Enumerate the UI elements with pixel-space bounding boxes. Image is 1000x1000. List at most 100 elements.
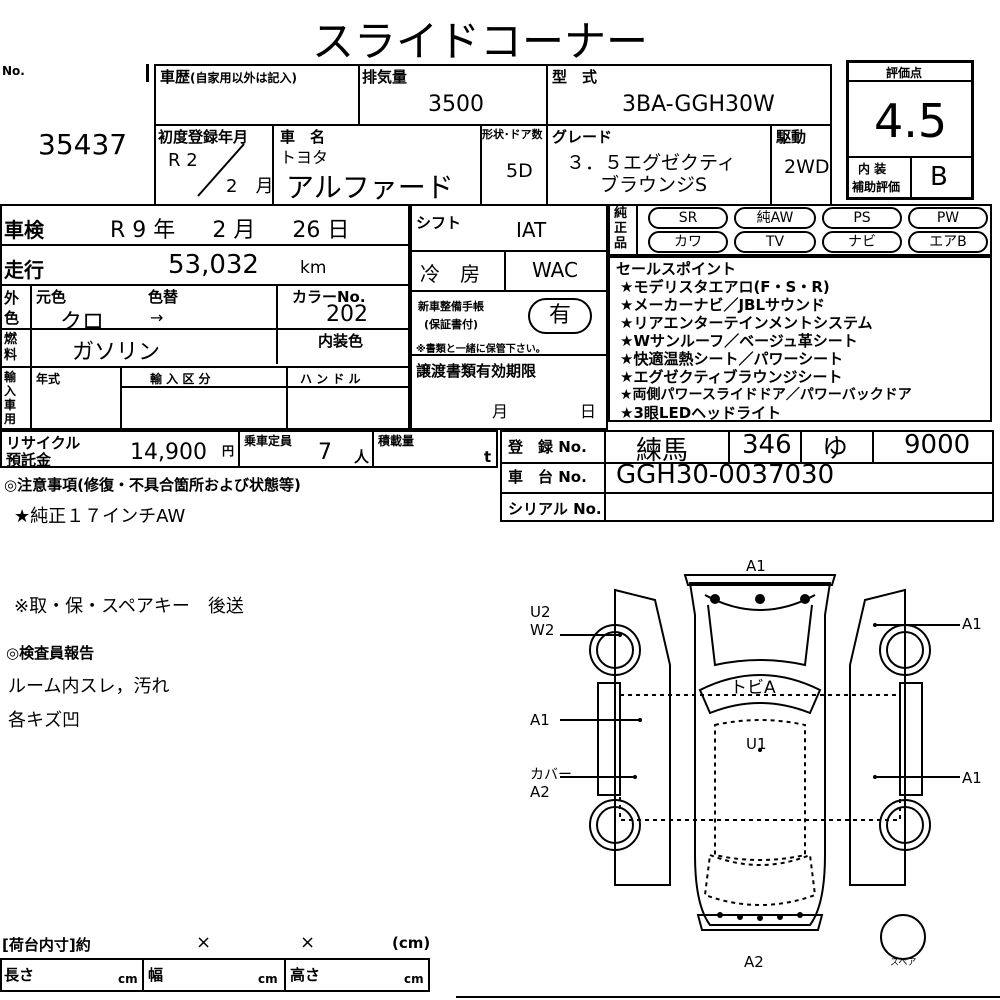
displacement-value: 3500	[428, 92, 484, 117]
spare-label: スペア	[890, 958, 916, 968]
import-year-label: 年式	[36, 372, 61, 386]
inspection-label: 車検	[4, 218, 44, 242]
grade-line1: ３．５エグゼクティ	[566, 152, 736, 174]
damage-right-rear: A1	[962, 769, 982, 787]
warranty-label: 新車整備手帳	[418, 300, 484, 313]
transfer-month: 月	[492, 402, 509, 421]
equip-navi: ナビ	[822, 231, 902, 253]
selling-points-label: セールスポイント	[616, 260, 737, 278]
mileage-unit: km	[300, 258, 327, 278]
displacement-label: 排気量	[362, 68, 408, 86]
color-orig-label: 元色	[36, 288, 67, 306]
cargo-width-unit: cm	[258, 972, 278, 986]
history-label: 車歴(自家用以外は記入)	[160, 68, 297, 86]
notes-item: ※取・保・スペアキー 後送	[14, 596, 244, 617]
recycle-unit: 円	[222, 444, 235, 458]
inspector-heading: ◎検査員報告	[6, 644, 95, 662]
recycle-value: 14,900	[130, 440, 207, 465]
cargo-height-unit: cm	[404, 972, 424, 986]
first-reg-year: R 2	[168, 150, 198, 171]
grade-label: グレード	[552, 128, 613, 146]
damage-center: U1	[746, 735, 767, 753]
damage-front: A1	[746, 557, 766, 575]
selling-point-item: ★エグゼクティブラウンジシート	[620, 368, 843, 386]
color-code-value: 202	[326, 302, 368, 327]
color-change-label: 色替	[148, 288, 179, 306]
import-class-label: 輸 入 区 分	[150, 372, 211, 386]
notes-item: ★純正１７インチAW	[14, 506, 186, 527]
load-label: 積載量	[378, 434, 415, 448]
damage-left-front-2: W2	[530, 621, 554, 639]
drive-label: 駆動	[776, 128, 807, 146]
recycle-label: リサイクル	[6, 434, 81, 452]
damage-left-rear: カバー	[530, 767, 572, 783]
color-code-label: カラーNo.	[292, 288, 366, 306]
equip-kawa: カワ	[648, 231, 728, 253]
car-damage-diagram: A1 A2 U2 W2 A1 カバー A2 A1 A1 U1 トビA スペア	[530, 557, 982, 971]
transfer-day: 日	[580, 402, 597, 421]
selling-point-item: ★Wサンルーフ／ベージュ革シート	[620, 332, 858, 350]
cargo-unit: (cm)	[392, 934, 431, 952]
transfer-docs-label: 譲渡書類有効期限	[416, 362, 537, 380]
cargo-height-label: 高さ	[290, 966, 321, 984]
warranty-sub-label: (保証書付)	[424, 318, 479, 331]
equip-ps: PS	[822, 207, 902, 229]
damage-left-mid: A1	[530, 711, 550, 729]
import-handle-label: ハ ン ド ル	[300, 372, 361, 386]
selling-points-box	[608, 256, 992, 422]
selling-point-item: ★3眼LEDヘッドライト	[620, 404, 782, 422]
model-value: 3BA-GGH30W	[622, 92, 775, 117]
first-reg-month: 2 月	[226, 176, 274, 197]
capacity-value: 7	[318, 440, 332, 465]
color-change-value: →	[150, 308, 164, 327]
color-orig-value: クロ	[60, 310, 105, 335]
equip-tv: TV	[734, 231, 816, 253]
selling-point-item: ★両側パワースライドドア／パワーバックドア	[620, 387, 912, 403]
ac-label: 冷 房	[420, 262, 480, 286]
chassis-label: 車 台 No.	[508, 468, 587, 486]
interior-sub-label: 補助評価	[852, 180, 901, 194]
interior-score: B	[930, 162, 948, 192]
warranty-note: ※書類と一緒に保管下さい。	[416, 344, 546, 355]
inspection-date: R 9 年 2 月 26 日	[110, 218, 350, 243]
capacity-label: 乗車定員	[244, 434, 293, 448]
damage-left-front: U2	[530, 603, 551, 621]
lot-number: 35437	[38, 128, 128, 161]
ac-value: WAC	[532, 258, 578, 282]
registration-kana: ゆ	[822, 434, 849, 464]
drive-value: 2WD	[784, 156, 830, 178]
grade-line2: ブラウンジS	[600, 174, 708, 196]
model-label: 型 式	[552, 68, 598, 86]
capacity-unit: 人	[354, 448, 370, 466]
equipment-label: 純正品	[614, 206, 628, 251]
cargo-length-label: 長さ	[4, 966, 35, 984]
lot-no-label: No.	[2, 64, 25, 78]
shift-label: シフト	[416, 214, 462, 232]
import-label: 輸入車用	[4, 370, 17, 426]
cargo-x: ×	[196, 932, 212, 953]
doors-value: 5D	[506, 160, 533, 182]
registration-class: 346	[742, 430, 792, 460]
load-unit: t	[484, 448, 492, 466]
damage-rear: A2	[744, 953, 764, 971]
fuel-label: 燃料	[4, 332, 18, 363]
equip-sr: SR	[648, 207, 728, 229]
registration-number: 9000	[904, 430, 971, 460]
inspector-report: 各キズ凹	[8, 710, 80, 731]
registration-label: 登 録 No.	[508, 438, 587, 456]
shift-value: IAT	[516, 218, 547, 242]
selling-point-item: ★モデリスタエアロ(F・S・R)	[620, 278, 830, 296]
cargo-x: ×	[300, 932, 316, 953]
registration-area: 練馬	[636, 436, 689, 466]
car-name: アルファード	[286, 171, 454, 204]
warranty-value: 有	[528, 298, 592, 334]
damage-right-front: A1	[962, 615, 982, 633]
inspector-report: ルーム内スレ，汚れ	[8, 676, 170, 697]
score-label: 評価点	[886, 66, 923, 80]
selling-point-item: ★リアエンターテインメントシステム	[620, 314, 873, 332]
recycle-sub-label: 預託金	[6, 451, 52, 469]
serial-label: シリアル No.	[508, 500, 602, 518]
mileage-label: 走行	[4, 258, 44, 282]
doors-label: 形状･ドア数	[482, 128, 543, 141]
car-name-label: 車 名	[280, 128, 326, 146]
